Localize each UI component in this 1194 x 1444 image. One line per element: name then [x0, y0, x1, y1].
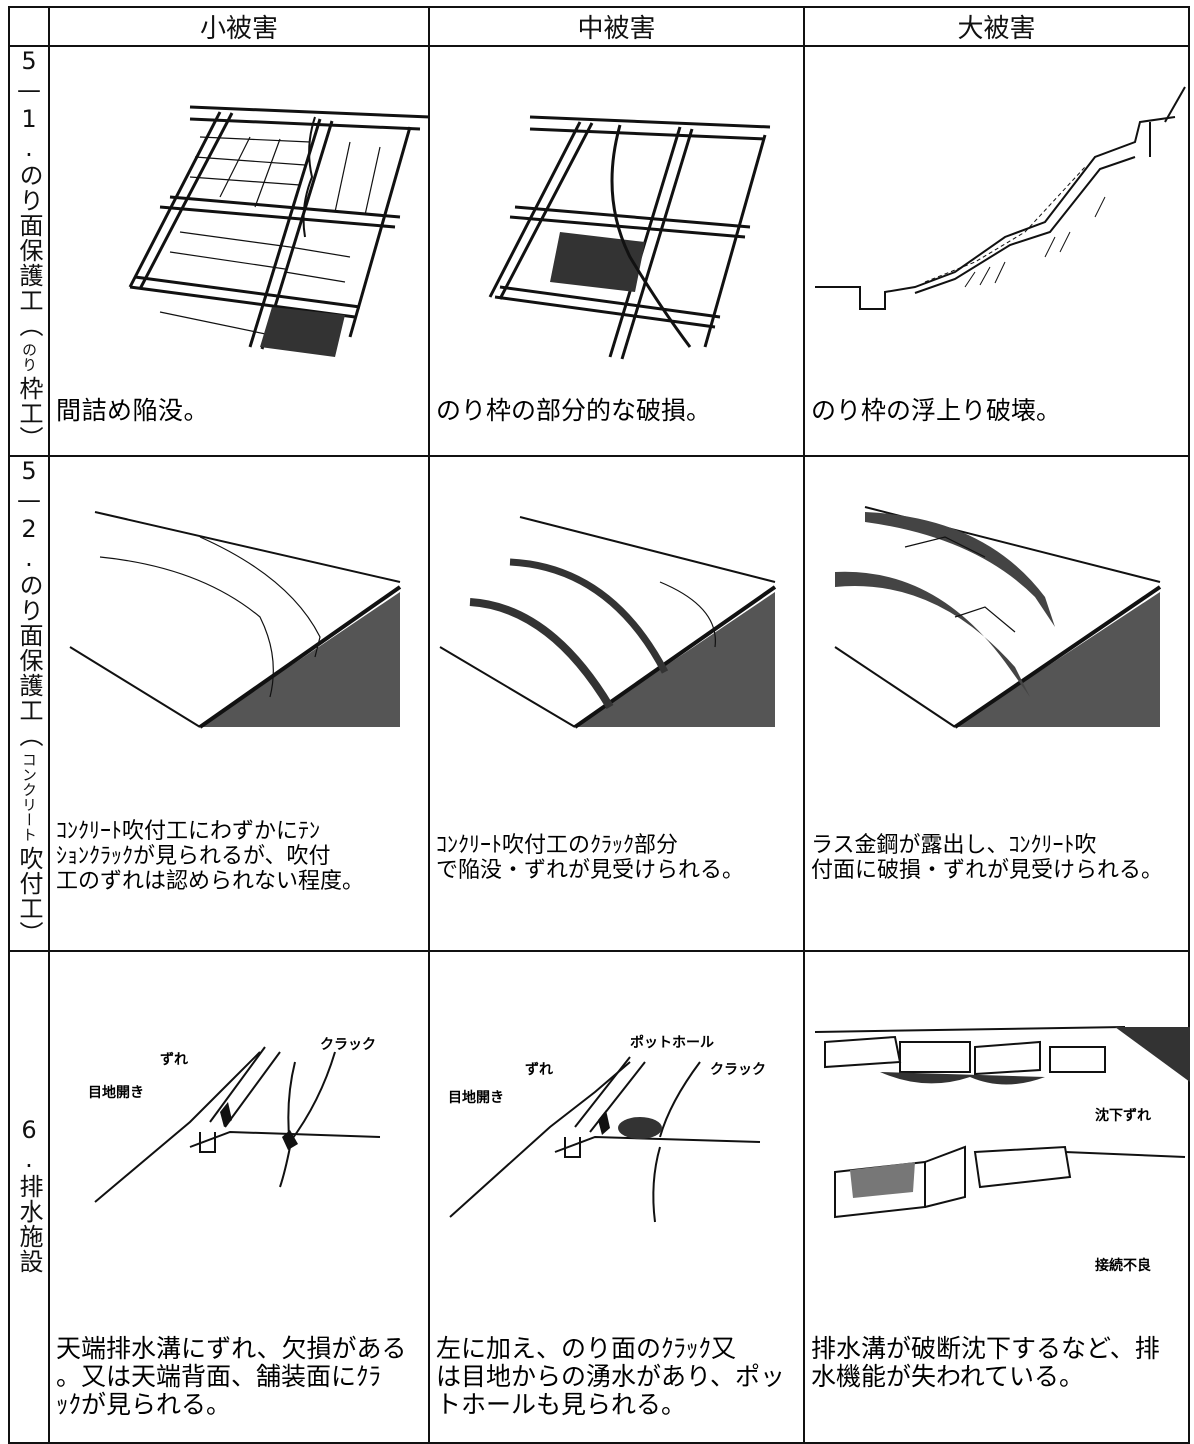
- caption-shotcrete-major: ラス金鋼が露出し、ｺﾝｸﾘｰﾄ吹付面に破損・ずれが見受けられる。: [811, 833, 1163, 883]
- cell-frame-major: のり枠の浮上り破壊。: [803, 45, 1190, 457]
- damage-classification-sheet: 小被害 中被害 大被害 5—1.のり面保護工（ のり 枠工）: [8, 6, 1190, 1444]
- label-zure: ずれ: [160, 1051, 188, 1068]
- cell-frame-minor: 間詰め陥没。: [48, 45, 430, 457]
- drainage-minor-illustration: ずれ 目地開き クラック 天端排水溝にずれ、欠損がある。又は天端背面、舗装面にｸ…: [56, 1037, 407, 1419]
- frame-major-illustration: のり枠の浮上り破壊。: [811, 86, 1186, 425]
- shotcrete-moderate-illustration: ｺﾝｸﾘｰﾄ吹付工のｸﾗｯｸ部分で陥没・ずれが見受けられる。: [436, 516, 777, 883]
- shotcrete-minor-illustration: ｺﾝｸﾘｰﾄ吹付工にわずかにﾃﾝｼｮﾝｸﾗｯｸが見られるが、吹付工のずれは認めら…: [56, 511, 402, 894]
- caption-drainage-minor: 天端排水溝にずれ、欠損がある。又は天端背面、舗装面にｸﾗｯｸが見られる。: [56, 1334, 407, 1419]
- row-label-subtext: のり: [20, 342, 38, 372]
- header-row: 小被害 中被害 大被害: [8, 6, 1190, 47]
- cell-shotcrete-minor: ｺﾝｸﾘｰﾄ吹付工にわずかにﾃﾝｼｮﾝｸﾗｯｸが見られるが、吹付工のずれは認めら…: [48, 455, 430, 952]
- frame-minor-illustration: 間詰め陥没。: [56, 105, 430, 425]
- cell-shotcrete-moderate: ｺﾝｸﾘｰﾄ吹付工のｸﾗｯｸ部分で陥没・ずれが見受けられる。: [428, 455, 805, 952]
- drainage-major-illustration: 沈下ずれ 接続不良 排水溝が破断沈下するなど、排水機能が失われている。: [811, 1026, 1190, 1391]
- caption-shotcrete-moderate: ｺﾝｸﾘｰﾄ吹付工のｸﾗｯｸ部分で陥没・ずれが見受けられる。: [436, 833, 744, 883]
- row-label-shotcrete: 5—2.のり面保護工（ コンクリート 吹付工）: [8, 455, 50, 952]
- row-label-text: 5—2.のり面保護工（: [15, 457, 43, 748]
- cell-drainage-major: 沈下ずれ 接続不良 排水溝が破断沈下するなど、排水機能が失われている。: [803, 950, 1190, 1444]
- header-minor-damage: 小被害: [48, 6, 430, 47]
- label-mejiaki: 目地開き: [88, 1084, 144, 1101]
- row-label-text: 5—1.のり面保護工（: [15, 47, 43, 338]
- header-moderate-damage: 中被害: [428, 6, 805, 47]
- caption-shotcrete-minor: ｺﾝｸﾘｰﾄ吹付工にわずかにﾃﾝｼｮﾝｸﾗｯｸが見られるが、吹付工のずれは認めら…: [56, 819, 364, 894]
- frame-moderate-illustration: のり枠の部分的な破損。: [436, 115, 771, 425]
- damage-table: 小被害 中被害 大被害 5—1.のり面保護工（ のり 枠工）: [8, 6, 1190, 1444]
- label-pothole: ポットホール: [630, 1034, 714, 1051]
- row-label-subtext: コンクリート: [20, 752, 38, 842]
- row-frame-work: 5—1.のり面保護工（ のり 枠工）: [8, 45, 1190, 457]
- caption-drainage-major: 排水溝が破断沈下するなど、排水機能が失われている。: [811, 1334, 1160, 1391]
- label-setsuzoku: 接続不良: [1095, 1257, 1151, 1274]
- caption-frame-moderate: のり枠の部分的な破損。: [436, 396, 711, 425]
- row-label-text-end: 吹付工）: [15, 846, 43, 946]
- caption-frame-major: のり枠の浮上り破壊。: [811, 396, 1061, 425]
- drainage-moderate-illustration: ポットホール ずれ 目地開き クラック 左に加え、のり面のｸﾗｯｸ又は目地からの…: [436, 1034, 785, 1419]
- row-label-text-end: 枠工）: [15, 376, 43, 451]
- corner-cell: [8, 6, 50, 47]
- row-drainage: 6.排水施設 ずれ 目地開き クラック 天端排水溝にずれ、欠損がある。又は天端背…: [8, 950, 1190, 1444]
- caption-frame-minor: 間詰め陥没。: [56, 396, 209, 425]
- row-shotcrete: 5—2.のり面保護工（ コンクリート 吹付工） ｺﾝｸﾘｰﾄ吹付工にわずかにﾃﾝ…: [8, 455, 1190, 952]
- label-crack: クラック: [320, 1037, 376, 1053]
- label-zure: ずれ: [525, 1061, 553, 1078]
- row-label-drainage: 6.排水施設: [8, 950, 50, 1444]
- row-label-frame-work: 5—1.のり面保護工（ のり 枠工）: [8, 45, 50, 457]
- label-mejiaki: 目地開き: [448, 1089, 504, 1106]
- row-label-text: 6.排水施設: [15, 1116, 43, 1274]
- shotcrete-major-illustration: ラス金鋼が露出し、ｺﾝｸﾘｰﾄ吹付面に破損・ずれが見受けられる。: [811, 506, 1163, 883]
- cell-drainage-minor: ずれ 目地開き クラック 天端排水溝にずれ、欠損がある。又は天端背面、舗装面にｸ…: [48, 950, 430, 1444]
- header-major-damage: 大被害: [803, 6, 1190, 47]
- label-chinka: 沈下ずれ: [1095, 1107, 1151, 1124]
- cell-drainage-moderate: ポットホール ずれ 目地開き クラック 左に加え、のり面のｸﾗｯｸ又は目地からの…: [428, 950, 805, 1444]
- cell-frame-moderate: のり枠の部分的な破損。: [428, 45, 805, 457]
- cell-shotcrete-major: ラス金鋼が露出し、ｺﾝｸﾘｰﾄ吹付面に破損・ずれが見受けられる。: [803, 455, 1190, 952]
- caption-drainage-moderate: 左に加え、のり面のｸﾗｯｸ又は目地からの湧水があり、ポットホールも見られる。: [436, 1334, 785, 1419]
- label-crack: クラック: [710, 1062, 766, 1078]
